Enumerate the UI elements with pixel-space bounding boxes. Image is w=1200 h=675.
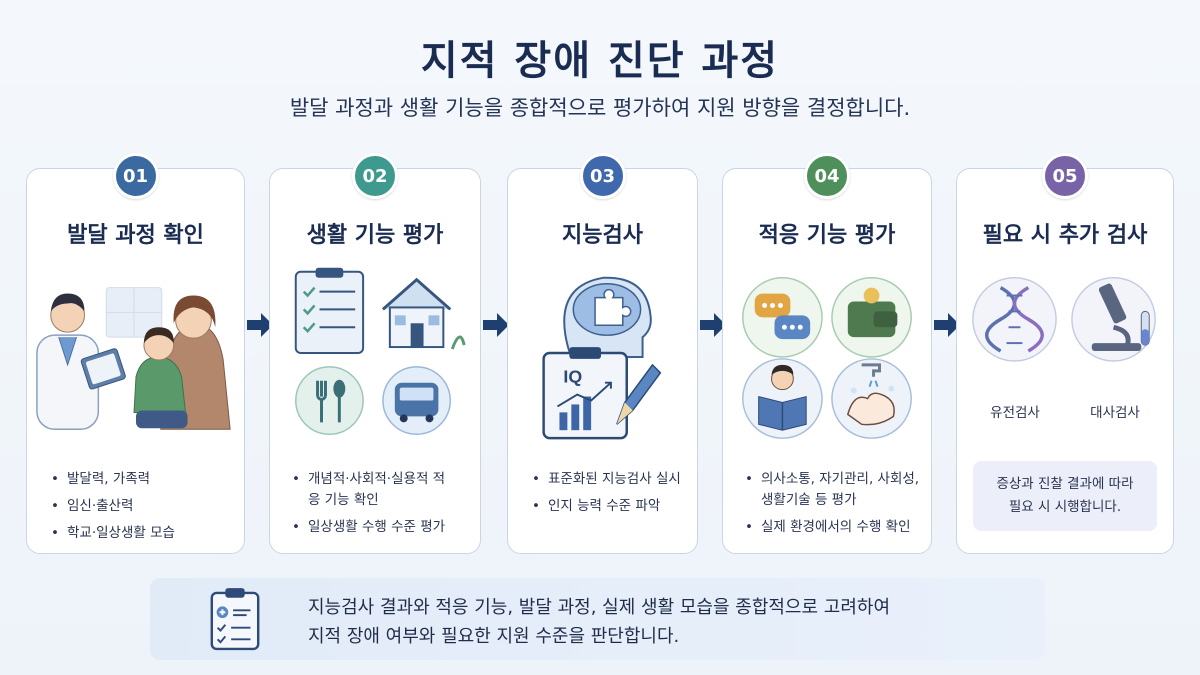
page-title: 지적 장애 진단 과정 [420, 38, 780, 84]
summary-line-2: 지적 장애 여부와 필요한 지원 수준을 판단합니다. [308, 625, 680, 647]
step-title: 발달 과정 확인 [67, 223, 204, 248]
reading-child-icon [742, 358, 823, 439]
bullet-item: 의사소통, 자기관리, 사회성, 생활기술 등 평가 [745, 469, 921, 511]
pencil-icon [616, 363, 662, 425]
test-label-metabolic: 대사검사 [1090, 405, 1140, 421]
summary-text: 지능검사 결과와 적응 기능, 발달 과정, 실제 생활 모습을 종합적으로 고… [308, 594, 1025, 652]
house-icon [381, 277, 466, 350]
microscope-icon [1071, 276, 1156, 362]
step-number-badge: 05 [1042, 153, 1088, 199]
test-label-genetic: 유전검사 [990, 405, 1040, 421]
doctor-icon [36, 293, 126, 431]
bullet-item: 일상생활 수행 수준 평가 [292, 517, 454, 538]
wallet-icon [831, 276, 912, 358]
conditional-note: 증상과 진찰 결과에 따라 필요 시 시행합니다. [973, 461, 1157, 531]
summary-banner: 지능검사 결과와 적응 기능, 발달 과정, 실제 생활 모습을 종합적으로 고… [150, 578, 1045, 660]
child-icon [133, 327, 188, 429]
step-number-badge: 04 [804, 153, 850, 199]
doctor-family-illustration [36, 287, 231, 431]
adaptive-function-illustration [742, 276, 912, 439]
intelligence-test-illustration: IQ [542, 276, 662, 440]
bullet-item: 임신·출산력 [51, 496, 230, 517]
dna-icon [972, 276, 1057, 362]
step-number-badge: 03 [579, 153, 626, 199]
step-title: 생활 기능 평가 [306, 223, 444, 248]
step-card-2: 02 생활 기능 평가 [269, 153, 481, 554]
speech-bubbles-icon [742, 276, 823, 358]
bus-icon [382, 366, 452, 435]
page-subtitle: 발달 과정과 생활 기능을 종합적으로 평가하여 지원 방향을 결정합니다. [289, 96, 911, 120]
medical-clipboard-icon [210, 588, 260, 651]
arrow-right-icon [483, 313, 509, 337]
bullet-item: 인지 능력 수준 파악 [532, 496, 683, 517]
step-number-badge: 02 [352, 153, 398, 199]
step-bullet-list: 표준화된 지능검사 실시 인지 능력 수준 파악 [532, 469, 683, 523]
handwashing-icon [831, 358, 912, 439]
bullet-item: 개념적·사회적·실용적 적응 기능 확인 [292, 469, 454, 511]
brain-puzzle-icon [563, 276, 652, 358]
bullet-item: 표준화된 지능검사 실시 [532, 469, 683, 490]
checklist-icon [294, 267, 365, 354]
step-title: 적응 기능 평가 [758, 223, 896, 248]
iq-clipboard-icon: IQ [542, 347, 628, 440]
bullet-item: 학교·일상생활 모습 [51, 523, 230, 544]
iq-text: IQ [563, 367, 582, 387]
bullet-item: 실제 환경에서의 수행 확인 [745, 517, 921, 538]
additional-tests-illustration [972, 276, 1156, 362]
step-bullet-list: 의사소통, 자기관리, 사회성, 생활기술 등 평가 실제 환경에서의 수행 확… [745, 469, 921, 544]
step-card-1: 01 발달 과정 확인 발달력, 가족력 임신·출 [26, 153, 245, 554]
step-number-badge: 01 [112, 153, 159, 199]
step-card-5: 05 필요 시 추가 검사 유전검사 대사검사 증상과 진찰 결과에 따라 필요… [956, 153, 1174, 554]
utensils-icon [295, 366, 364, 435]
step-bullet-list: 발달력, 가족력 임신·출산력 학교·일상생활 모습 [51, 469, 230, 550]
daily-living-illustration [294, 267, 466, 435]
arrow-right-icon [247, 313, 273, 337]
note-text: 증상과 진찰 결과에 따라 필요 시 시행합니다. [996, 476, 1134, 515]
step-title: 지능검사 [562, 223, 643, 248]
step-title: 필요 시 추가 검사 [982, 223, 1148, 248]
step-card-4: 04 적응 기능 평가 [722, 153, 932, 554]
step-bullet-list: 개념적·사회적·실용적 적응 기능 확인 일상생활 수행 수준 평가 [292, 469, 454, 544]
arrow-right-icon [700, 313, 726, 337]
summary-line-1: 지능검사 결과와 적응 기능, 발달 과정, 실제 생활 모습을 종합적으로 고… [308, 597, 891, 618]
bullet-item: 발달력, 가족력 [51, 469, 230, 490]
step-card-3: 03 지능검사 IQ 표준화된 지능검사 실시 인지 능력 수준 파악 [507, 153, 698, 554]
arrow-right-icon [934, 313, 960, 337]
